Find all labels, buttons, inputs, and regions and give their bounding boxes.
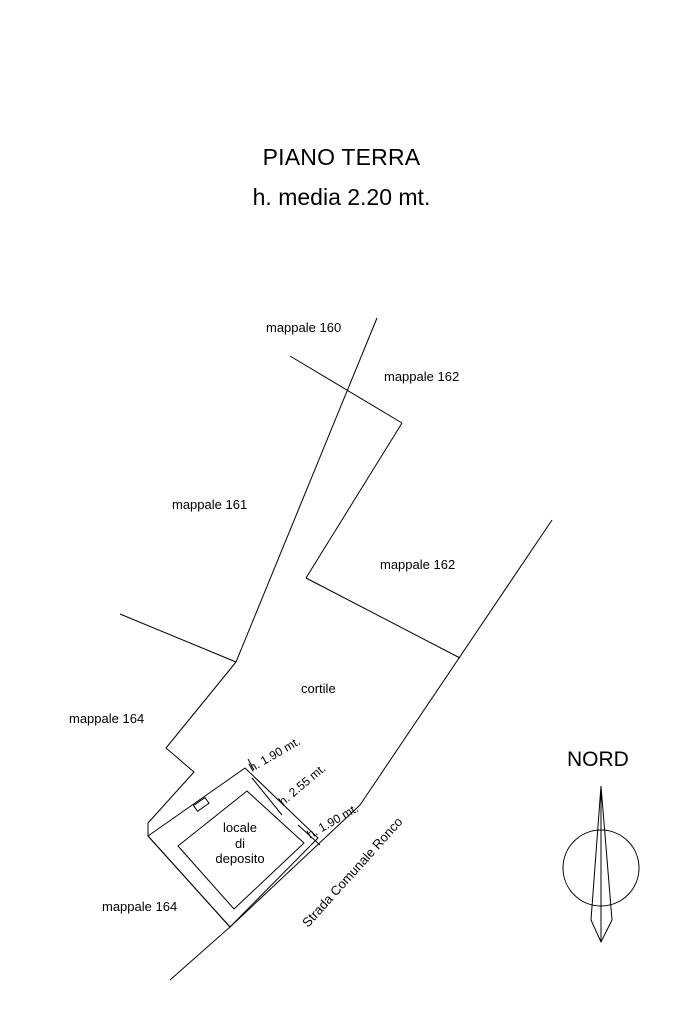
boundary-161-164-line (119, 613, 237, 663)
storage-room-door (192, 796, 210, 812)
label-mappale-164-upper: mappale 164 (69, 711, 144, 726)
compass-label: NORD (567, 748, 629, 771)
dimension-h2: h. 2.55 mt. (276, 761, 328, 808)
dimension-h1: h. 1.90 mt. (247, 734, 303, 774)
dimension-marks (247, 758, 321, 846)
compass: NORD (562, 748, 640, 944)
label-locale: locale (223, 820, 257, 835)
boundary-162-cortile-line (305, 577, 461, 659)
label-mappale-160: mappale 160 (266, 320, 341, 335)
storage-room-outer-wall (147, 767, 319, 928)
road-edge-line (359, 519, 553, 806)
label-deposito: deposito (215, 851, 264, 866)
label-mappale-162-mid: mappale 162 (380, 557, 455, 572)
dimension-mark-2 (251, 777, 283, 816)
road-lower-edge-line (229, 804, 361, 928)
storage-room (147, 767, 319, 928)
boundary-162-diagonal-line (305, 422, 403, 579)
label-mappale-164-lower: mappale 164 (102, 899, 177, 914)
label-mappale-161: mappale 161 (172, 497, 247, 512)
boundary-160-162-line (289, 355, 403, 424)
dimension-mark-3 (297, 824, 321, 846)
boundary-161-west-line (235, 317, 378, 663)
drawing-subtitle: h. media 2.20 mt. (252, 184, 431, 210)
label-di: di (235, 836, 245, 851)
label-mappale-162-top: mappale 162 (384, 369, 459, 384)
label-cortile: cortile (301, 681, 336, 696)
dimension-mark-1 (247, 758, 255, 771)
storage-room-inner-wall (177, 790, 305, 910)
drawing-title: PIANO TERRA (262, 144, 421, 170)
dimension-h3: h. 1.90 mt. (305, 801, 361, 841)
